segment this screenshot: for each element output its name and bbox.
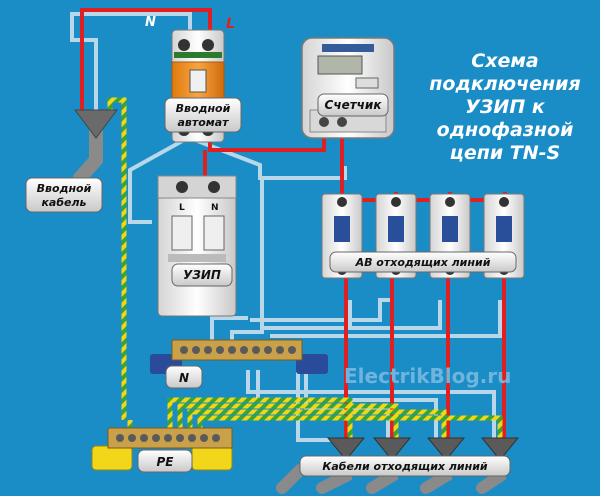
svg-text:Вводной: Вводной [176,102,231,115]
svg-text:цепи TN-S: цепи TN-S [450,142,560,164]
svg-text:Кабели отходящих линий: Кабели отходящих линий [322,460,488,473]
svg-text:подключения: подключения [429,73,580,95]
svg-text:УЗИП: УЗИП [183,268,221,282]
svg-text:Схема: Схема [471,50,538,72]
svg-text:PE: PE [157,455,175,469]
watermark: ElectrikBlog.ru [344,364,511,388]
label-n-bus: N [165,365,203,389]
label-pe-bus: PE [137,449,193,473]
svg-text:автомат: автомат [177,116,229,129]
svg-text:кабель: кабель [41,196,86,209]
label-input-cable: Вводной кабель [25,177,103,213]
neutral-bus-bar [150,339,328,374]
label-meter: Счетчик [317,93,389,117]
mark-spd-l: L [179,203,185,213]
mark-spd-n: N [211,203,219,213]
spd-device [157,175,237,317]
input-cable [73,109,118,185]
svg-text:однофазной: однофазной [437,119,574,141]
svg-text:УЗИП к: УЗИП к [465,96,546,118]
label-spd: УЗИП [171,263,233,287]
label-outgoing-cables: Кабели отходящих линий [299,455,511,477]
label-input-breaker: Вводной автомат [164,97,242,133]
svg-text:Счетчик: Счетчик [325,98,383,112]
electric-meter [301,37,395,139]
svg-text:Вводной: Вводной [37,182,92,195]
mark-l: L [226,16,235,32]
mark-n: N [145,15,156,30]
diagram-title: Схема подключения УЗИП к однофазной цепи… [429,50,580,164]
svg-text:АВ отходящих линий: АВ отходящих линий [355,256,491,269]
label-outgoing-breakers: АВ отходящих линий [329,251,517,273]
svg-text:N: N [179,371,189,385]
